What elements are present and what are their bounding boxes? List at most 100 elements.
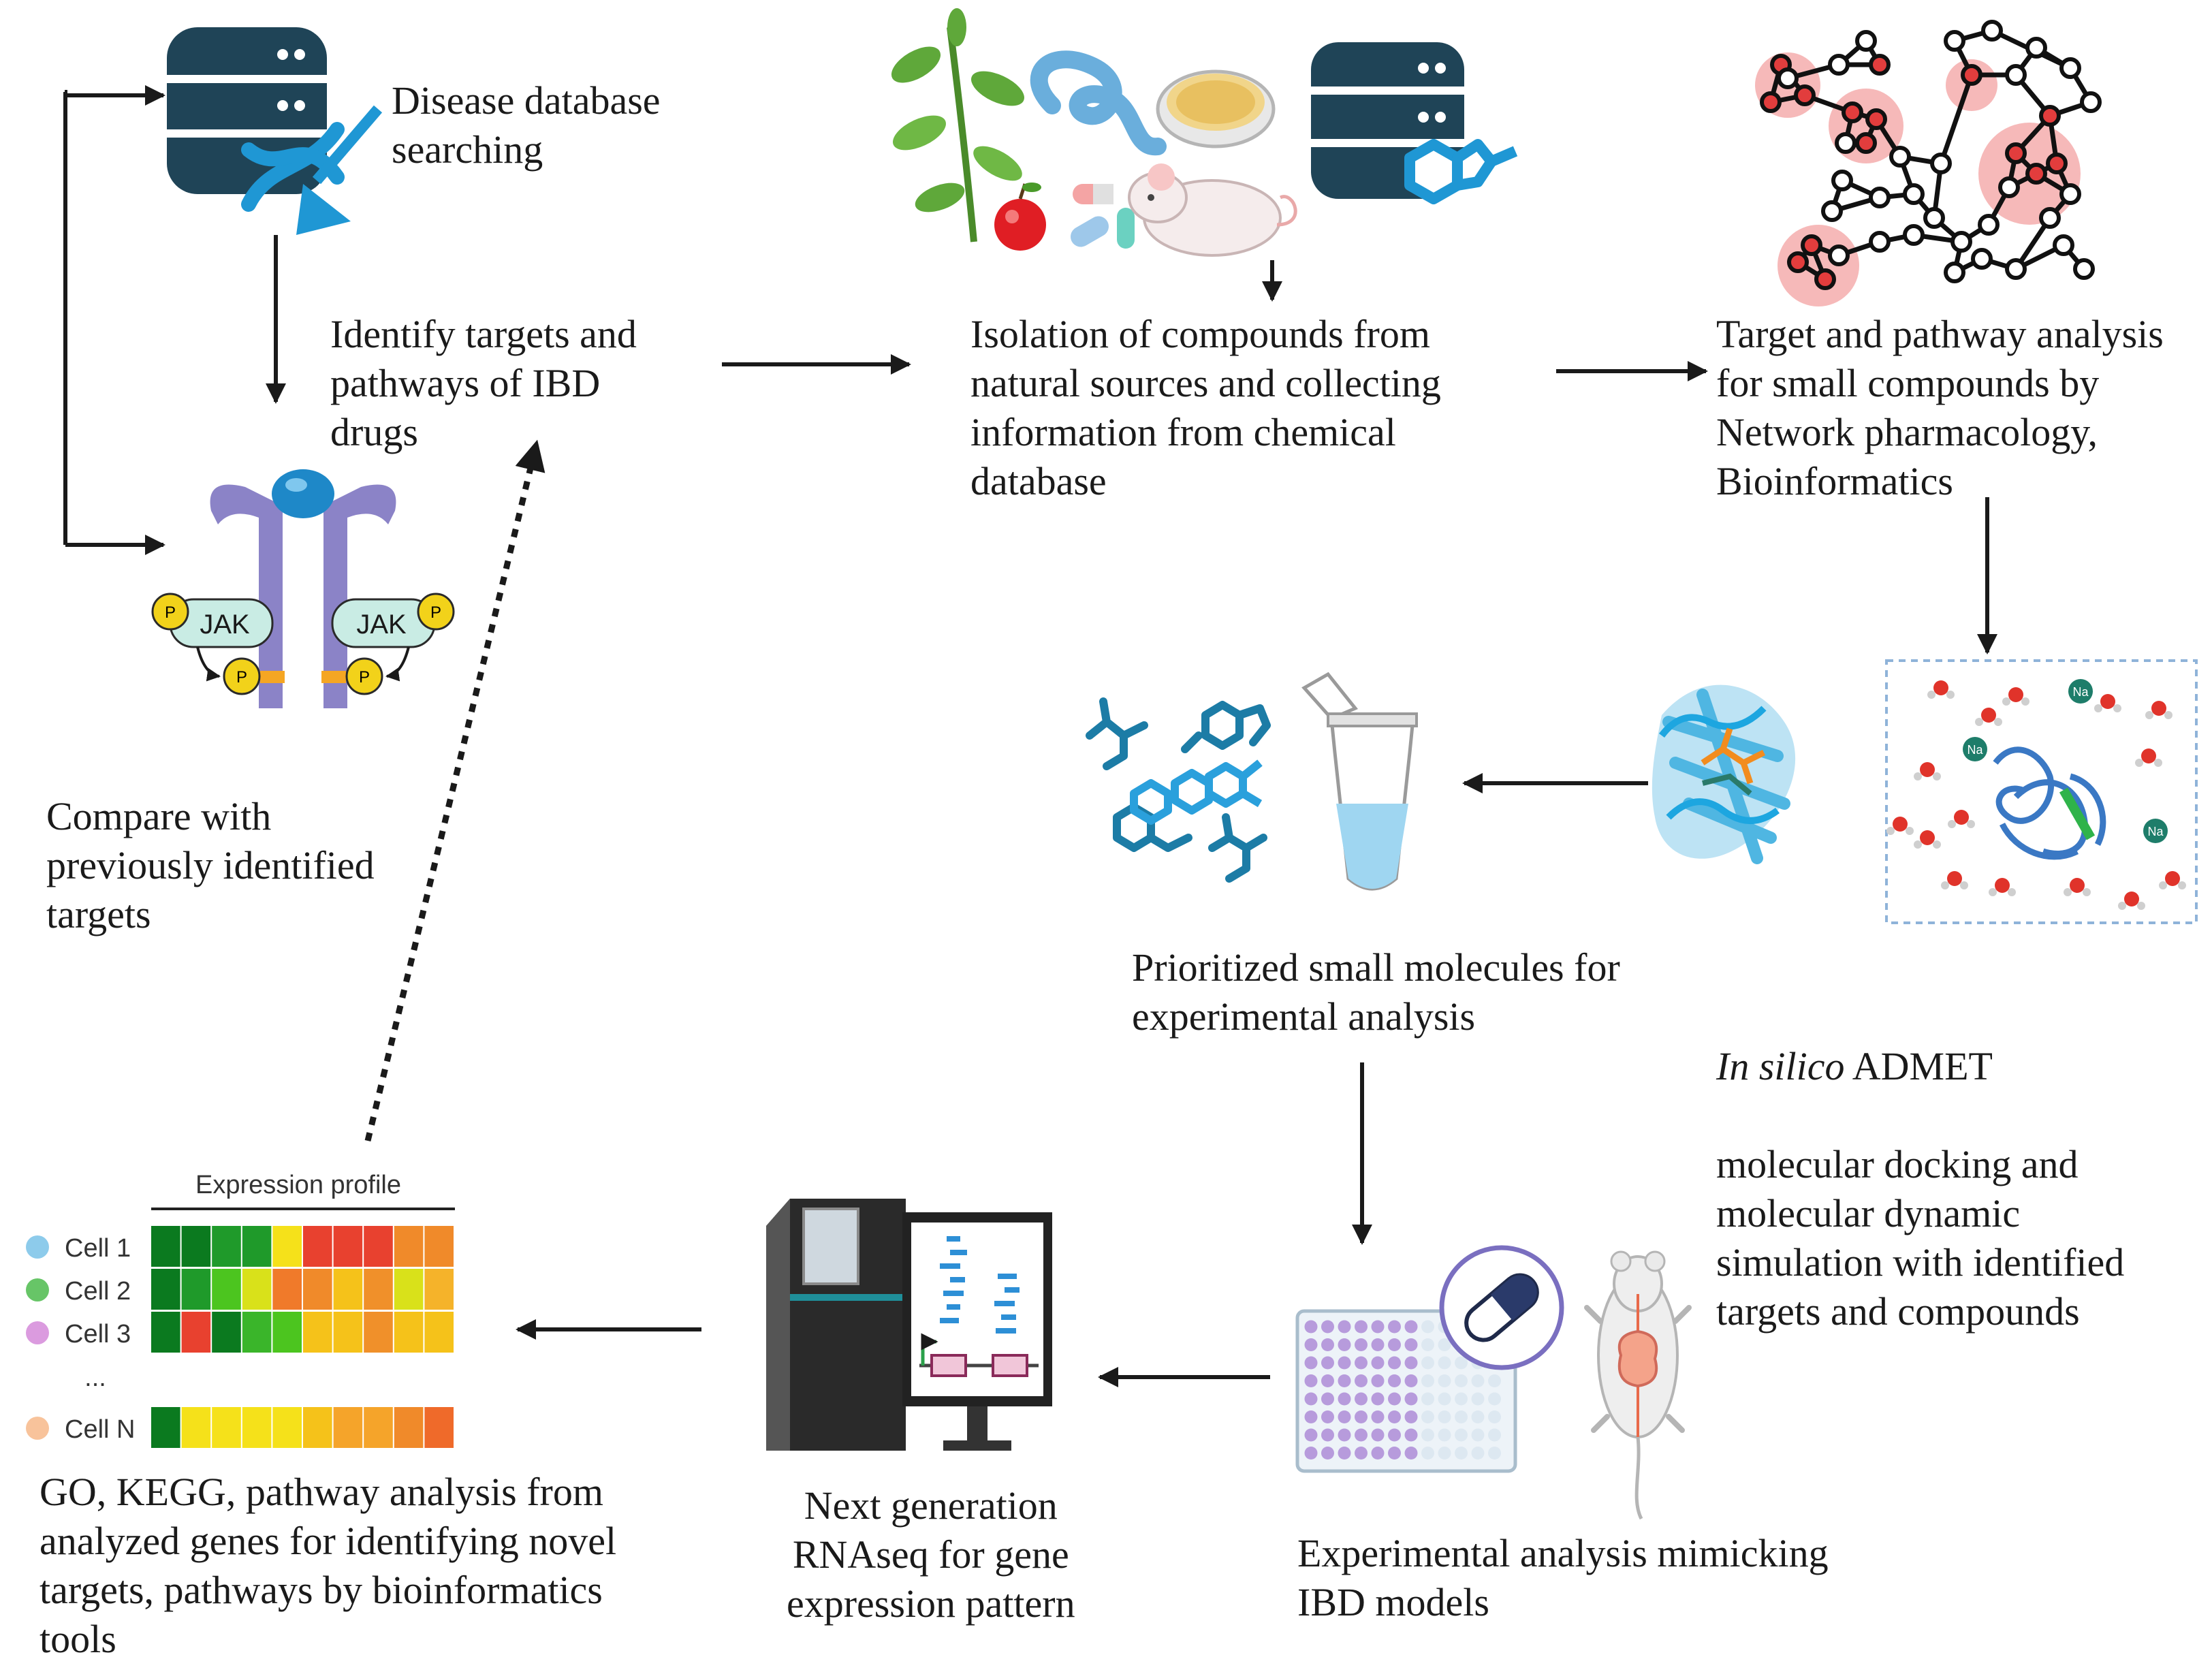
heatmap-cell <box>242 1312 272 1353</box>
network-node <box>1842 101 1863 123</box>
network-node <box>1889 146 1911 168</box>
network-node <box>1998 176 2020 198</box>
docking-protein-icon <box>1652 684 1796 864</box>
heatmap-row-label: Cell 3 <box>65 1320 131 1348</box>
label-go-kegg: GO, KEGG, pathway analysis from analyzed… <box>40 1470 617 1661</box>
ngs-sequencer-icon <box>766 1199 906 1451</box>
heatmap-cell <box>364 1407 393 1448</box>
jak-receptor-icon: JAK JAK P P P P <box>151 469 455 708</box>
heatmap-row-dot <box>26 1417 49 1440</box>
network-edge <box>1938 74 1974 165</box>
network-node <box>2025 37 2047 59</box>
heatmap-cell <box>272 1269 302 1310</box>
heatmap-title: Expression profile <box>195 1171 401 1199</box>
ibd-mouse-model-icon <box>1584 1250 1692 1520</box>
arrow-loop <box>63 85 165 545</box>
label-experimental: Experimental analysis mimicking IBD mode… <box>1297 1531 1829 1624</box>
apple-icon <box>994 183 1046 251</box>
network-node <box>1944 262 1965 283</box>
network-node <box>1777 67 1799 89</box>
heatmap-cell <box>424 1312 454 1353</box>
heatmap-cell <box>424 1269 454 1310</box>
network-node <box>1787 251 1809 273</box>
heatmap-row-dot <box>26 1235 49 1259</box>
sodium-ion-label: Na <box>2147 825 2164 838</box>
natural-sources-icons <box>891 8 1518 257</box>
heatmap-cell <box>303 1269 332 1310</box>
heatmap-cell <box>303 1312 332 1353</box>
network-node <box>1801 234 1822 256</box>
network-node <box>1869 187 1891 208</box>
network-node <box>2005 258 2027 280</box>
network-node <box>2053 234 2074 256</box>
network-node <box>1971 248 1993 270</box>
phospho-label-2: P <box>430 603 441 622</box>
network-node <box>2025 163 2047 185</box>
heatmap-row-label: ... <box>84 1363 106 1392</box>
heatmap-cell <box>424 1407 454 1448</box>
network-node <box>1828 54 1850 76</box>
phospho-label-1: P <box>165 603 176 622</box>
jak-left-label: JAK <box>200 610 250 640</box>
heatmap-cell <box>242 1226 272 1267</box>
ligand-sphere <box>272 469 334 518</box>
network-node <box>2005 64 2027 86</box>
network-node <box>1930 153 1952 174</box>
network-node <box>1978 214 2000 236</box>
network-node <box>1869 54 1891 76</box>
heatmap-cell <box>181 1269 211 1310</box>
heatmap-cell <box>333 1312 363 1353</box>
small-molecules-icon <box>1086 697 1271 883</box>
phospho-groups: P P P P <box>151 593 455 695</box>
heatmap-cell <box>151 1226 180 1267</box>
heatmap-cell <box>242 1269 272 1310</box>
pill-icons <box>1071 184 1135 249</box>
network-node <box>2080 91 2102 113</box>
microcentrifuge-tube-icon <box>1301 672 1418 891</box>
heatmap-cell <box>151 1269 180 1310</box>
connector-arrows <box>63 85 1997 1387</box>
network-node <box>1821 200 1843 222</box>
chemical-database-icon <box>1311 42 1518 204</box>
heatmap-cell <box>272 1312 302 1353</box>
jak-right-label: JAK <box>356 610 407 640</box>
heatmap-cell <box>242 1407 272 1448</box>
network-node <box>1831 170 1853 191</box>
disease-database-icon <box>167 27 383 235</box>
sodium-ion-label: Na <box>1967 743 1983 757</box>
network-node <box>1950 231 1972 253</box>
heatmap-cell <box>333 1407 363 1448</box>
label-identify-targets: Identify targets and pathways of IBD dru… <box>330 312 637 454</box>
label-target-pathway: Target and pathway analysis for small co… <box>1716 312 2164 503</box>
heatmap-cell <box>394 1407 424 1448</box>
label-insilico-more: molecular docking and molecular dynamic … <box>1716 1142 2125 1334</box>
label-ngs: Next generation RNAseq for gene expressi… <box>787 1483 1075 1626</box>
heatmap-cell <box>181 1226 211 1267</box>
capsule-badge-icon <box>1439 1245 1564 1370</box>
heatmap-cell <box>181 1407 211 1448</box>
sodium-ion-label: Na <box>2072 685 2089 699</box>
network-node <box>1835 132 1856 154</box>
plant-icon <box>891 8 1024 242</box>
label-isolation: Isolation of compounds from natural sour… <box>970 312 1441 503</box>
heatmap-cell <box>303 1226 332 1267</box>
heatmap-cell <box>212 1226 241 1267</box>
network-node <box>2046 153 2068 174</box>
heatmap-cell <box>364 1312 393 1353</box>
heatmap-cell <box>364 1226 393 1267</box>
petri-dish-icon <box>1156 69 1276 148</box>
heatmap-cell <box>151 1407 180 1448</box>
network-node <box>1981 20 2003 42</box>
phospho-label-3: P <box>236 668 247 687</box>
heatmap-cell <box>212 1407 241 1448</box>
phospho-label-4: P <box>359 668 370 687</box>
heatmap-cell <box>394 1269 424 1310</box>
heatmap-cell <box>333 1226 363 1267</box>
heatmap-cell <box>394 1226 424 1267</box>
worm-icon <box>1030 50 1167 156</box>
heatmap-cell <box>272 1407 302 1448</box>
mouse-icon <box>1128 163 1297 257</box>
network-node <box>1903 183 1925 205</box>
